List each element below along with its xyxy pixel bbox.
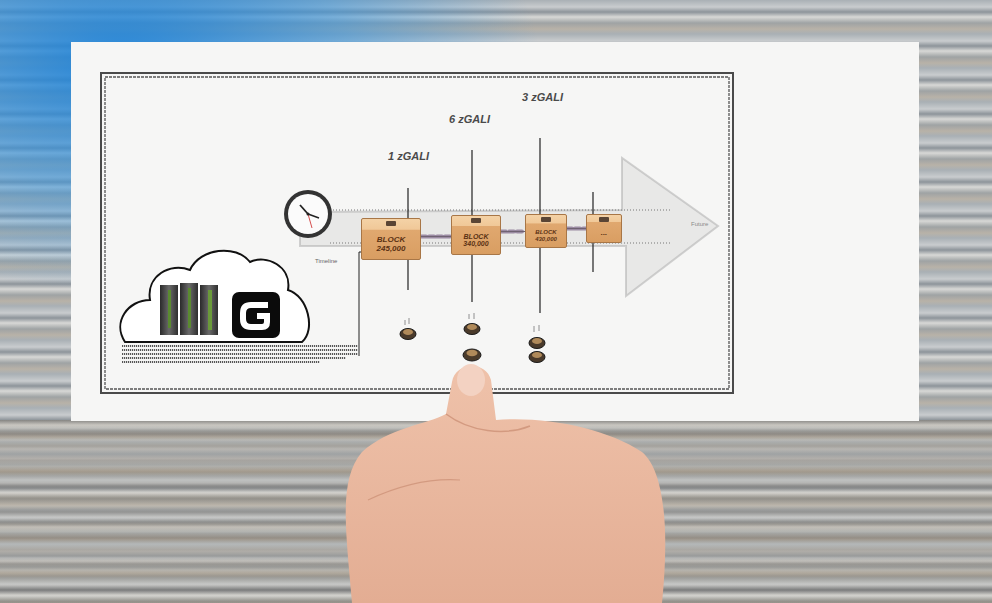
block-box: BLOCK 245,000 — [361, 218, 421, 260]
link-line — [359, 252, 363, 356]
hand — [346, 364, 666, 603]
box-logo — [471, 218, 481, 223]
reward-label: 1 zGALI — [388, 150, 429, 162]
dotted-line — [330, 210, 672, 211]
chain-link — [501, 231, 525, 232]
binary-texture — [122, 346, 358, 362]
reward-label: 6 zGALI — [449, 113, 490, 125]
clock-icon — [284, 190, 332, 238]
block-box: BLOCK 340,000 — [451, 215, 501, 255]
reward-label: 3 zGALI — [522, 91, 563, 103]
block-label: BLOCK 340,000 — [463, 233, 488, 248]
block-label: ... — [601, 229, 608, 237]
axis-label: Timeline — [315, 258, 337, 264]
coin-stack — [400, 313, 545, 363]
frame-inner — [105, 77, 729, 389]
chain-link — [421, 236, 451, 237]
axis-label: Future — [691, 221, 708, 227]
block-box: ... — [586, 214, 622, 243]
block-label: BLOCK 245,000 — [377, 236, 406, 253]
block-label: BLOCK 430,000 — [535, 229, 557, 242]
cloud-icon — [120, 251, 309, 342]
timeline-arrow — [300, 158, 718, 296]
box-logo — [599, 217, 609, 222]
paper-card — [71, 42, 919, 421]
box-logo — [386, 221, 396, 226]
frame-outer — [101, 73, 733, 393]
chain-link — [567, 228, 586, 229]
block-box: BLOCK 430,000 — [525, 214, 567, 248]
box-logo — [541, 217, 551, 222]
